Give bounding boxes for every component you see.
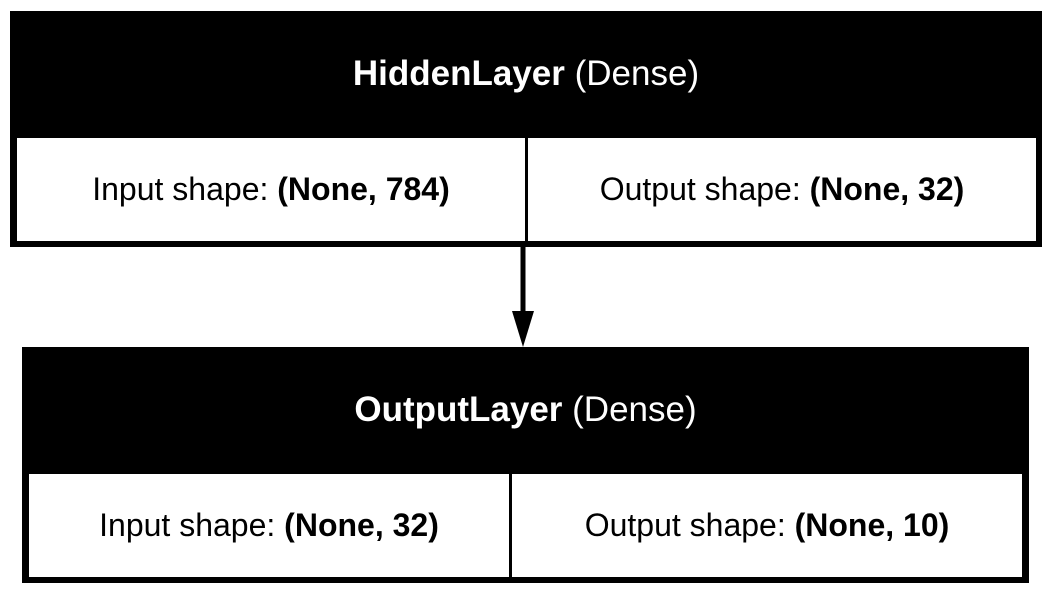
input-shape-cell: Input shape: (None, 784) (17, 138, 525, 241)
input-shape-value: (None, 32) (284, 507, 439, 543)
output-shape-value: (None, 32) (809, 171, 965, 207)
output-shape-value: (None, 10) (794, 507, 950, 543)
layer-name: HiddenLayer (352, 54, 565, 93)
layer-type: (Dense) (572, 390, 697, 429)
layer-header: OutputLayer (Dense) (22, 347, 1029, 473)
hidden-layer-node: HiddenLayer (Dense) Input shape: (None, … (10, 11, 1042, 247)
output-layer-node: OutputLayer (Dense) Input shape: (None, … (22, 347, 1029, 583)
layer-header: HiddenLayer (Dense) (10, 11, 1042, 137)
layer-name: OutputLayer (354, 390, 563, 429)
input-shape-label: Input shape: (92, 171, 269, 207)
arrowhead-icon (512, 311, 534, 347)
output-shape-cell: Output shape: (None, 10) (512, 474, 1022, 577)
layer-type: (Dense) (574, 54, 700, 93)
output-shape-cell: Output shape: (None, 32) (528, 138, 1036, 241)
output-shape-label: Output shape: (599, 171, 801, 207)
input-shape-cell: Input shape: (None, 32) (29, 474, 509, 577)
input-shape-label: Input shape: (99, 507, 276, 543)
output-shape-label: Output shape: (584, 507, 786, 543)
input-shape-value: (None, 784) (277, 171, 450, 207)
